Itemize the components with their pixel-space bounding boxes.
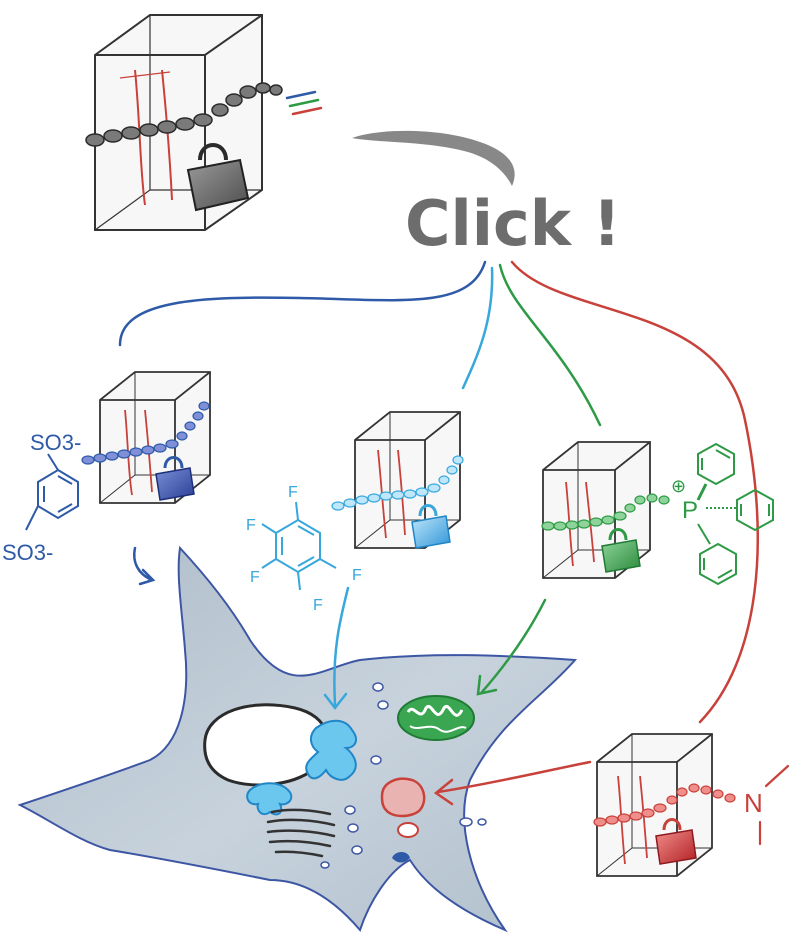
methyl-bonds xyxy=(758,764,790,846)
padlock-top xyxy=(186,143,250,212)
arrow-dimethylamine xyxy=(433,760,592,806)
padlock-pentafluorophenyl xyxy=(411,504,451,549)
lysosome-vesicle xyxy=(397,822,419,838)
lysosome xyxy=(380,777,426,818)
vesicles xyxy=(320,682,487,869)
golgi-apparatus xyxy=(266,808,336,858)
branch-lines xyxy=(118,260,759,724)
caged-box-sulfonate xyxy=(99,371,211,504)
padlock-sulfonate xyxy=(155,456,195,501)
phosphonium-charge: ⊕ xyxy=(671,476,686,496)
benzene-sulfonate xyxy=(25,453,79,531)
chain-sulfonate xyxy=(81,401,210,465)
endoplasmic-reticulum xyxy=(305,719,357,781)
nitrogen-label: N xyxy=(744,788,763,818)
chain-phosphonium xyxy=(541,493,670,531)
arrow-sulfonate xyxy=(133,546,156,586)
fluorine-label-4: F xyxy=(313,597,323,614)
padlock-phosphonium xyxy=(601,528,641,573)
click-swoosh xyxy=(352,130,515,186)
branch-blue-light xyxy=(461,266,494,390)
mitochondrion xyxy=(397,695,475,741)
chain-pentafluorophenyl xyxy=(331,455,464,511)
sulfonate-label-bottom: SO3- xyxy=(2,540,53,565)
chain-top xyxy=(85,82,283,147)
arrow-phosphonium xyxy=(476,598,547,696)
click-title: Click ! xyxy=(405,187,621,260)
fluorine-label-3: F xyxy=(250,569,260,586)
phenyl-rings xyxy=(696,442,774,586)
branch-blue-dark xyxy=(118,260,487,347)
branch-red xyxy=(510,260,759,724)
reactive-handle-top xyxy=(285,90,323,116)
fluorine-label-1: F xyxy=(288,484,298,501)
membrane-pit xyxy=(392,852,410,863)
sulfonate-label-top: SO3- xyxy=(30,430,81,455)
branch-green xyxy=(498,263,602,427)
benzene-pentafluorophenyl xyxy=(261,501,337,591)
chain-dimethylamine xyxy=(593,783,736,827)
endoplasmic-reticulum-fragment xyxy=(246,782,293,816)
arrow-pentafluorophenyl xyxy=(323,586,350,711)
cell xyxy=(17,545,578,933)
fluorine-label-2: F xyxy=(246,517,256,534)
phosphorus-label: P xyxy=(682,497,698,524)
padlock-dimethylamine xyxy=(655,818,697,865)
fluorine-label-5: F xyxy=(352,567,362,584)
